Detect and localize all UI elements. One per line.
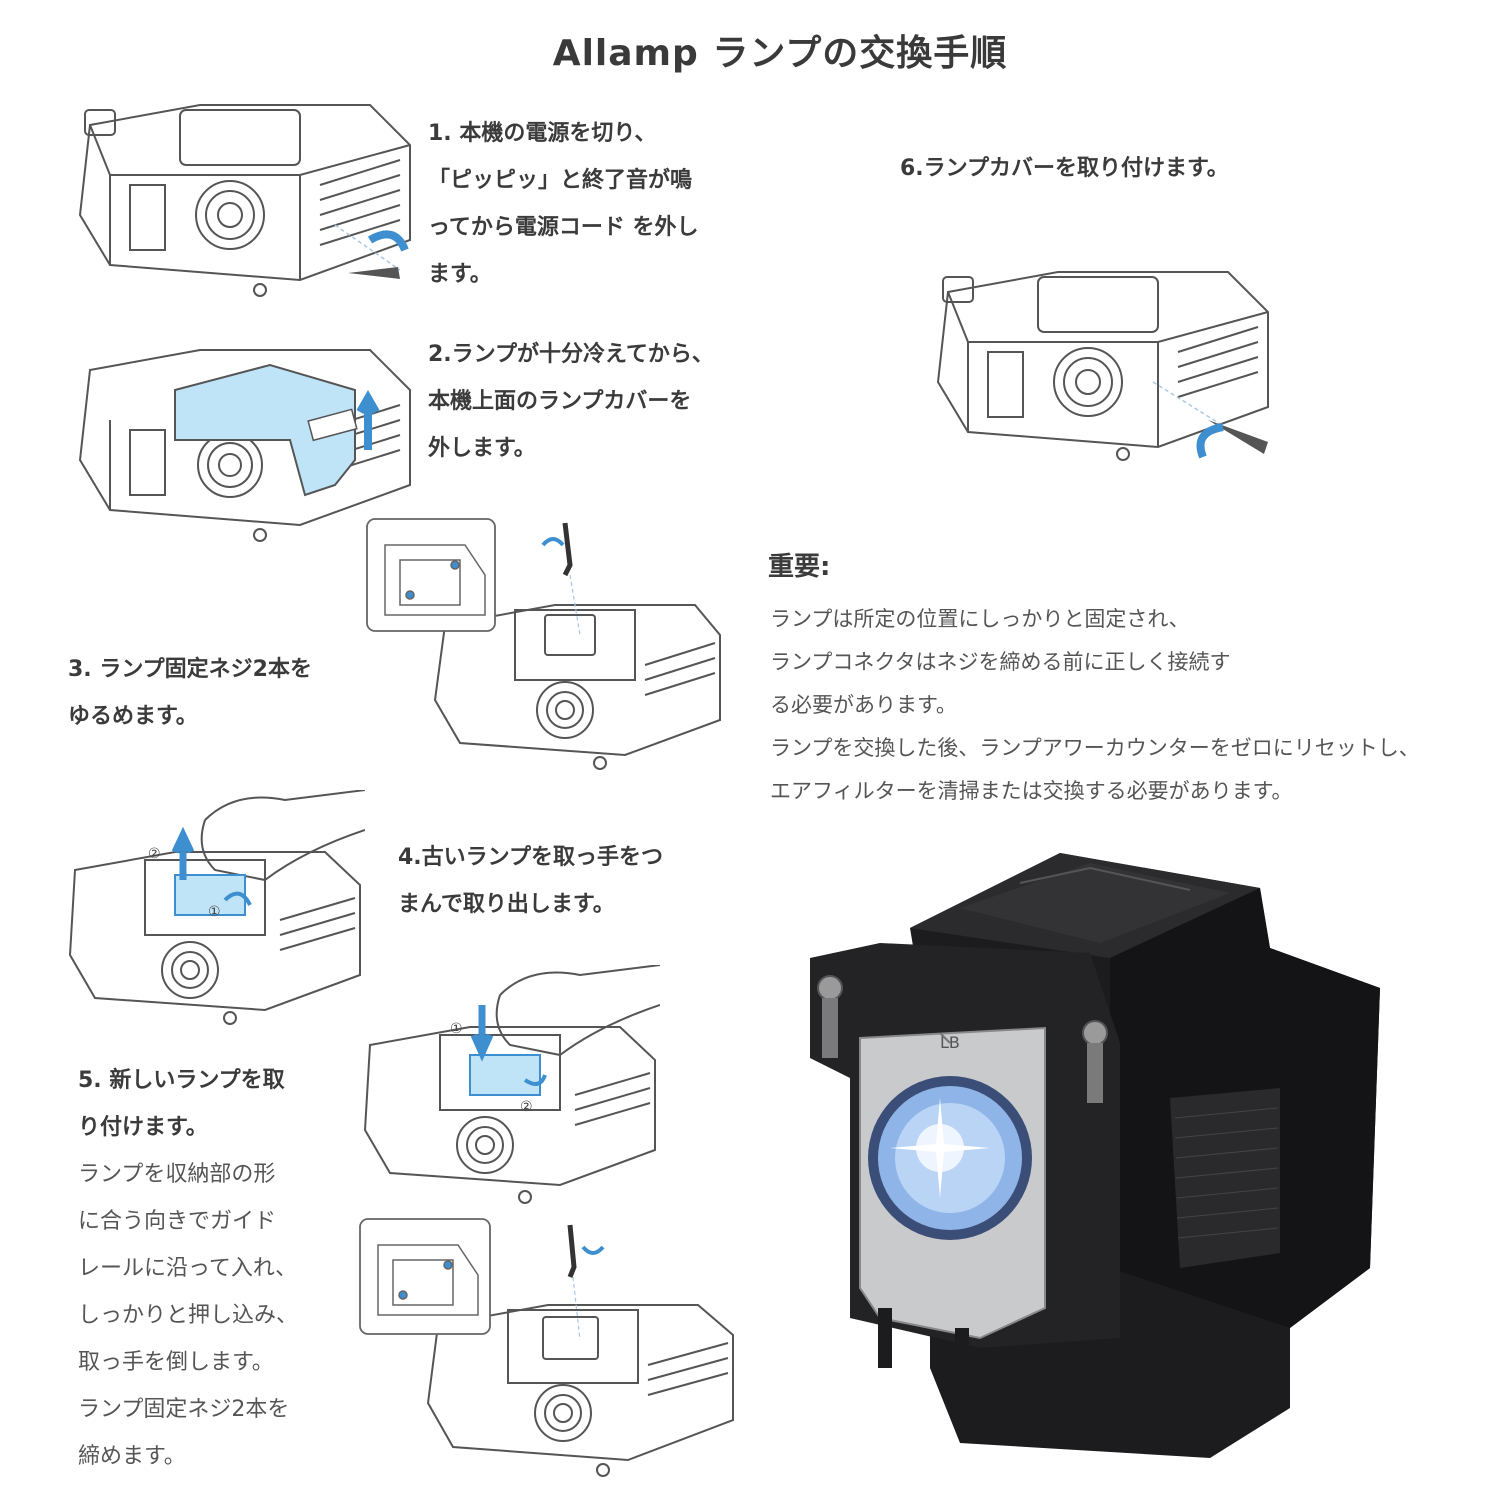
- important-line: ランプは所定の位置にしっかりと固定され、: [770, 607, 1190, 631]
- important-note: ランプは所定の位置にしっかりと固定され、 ランプコネクタはネジを締める前に正しく…: [770, 598, 1498, 813]
- step-4-line: 4.古いランプを取っ手をつ: [398, 845, 664, 870]
- step-1-line: ます。: [428, 262, 492, 287]
- step-4-line: まんで取り出します。: [398, 892, 615, 917]
- illustration-step6-projector: [936, 271, 1269, 461]
- important-line: ランプコネクタはネジを締める前に正しく接続す: [770, 650, 1231, 674]
- step-5-detail-line: に合う向きでガイド: [78, 1209, 277, 1234]
- step-4-text: 4.古いランプを取っ手をつ まんで取り出します。: [398, 834, 663, 928]
- step-2-line: 外します。: [428, 436, 536, 461]
- illustration-step5-insert-projector: ① ②: [363, 965, 660, 1204]
- step-5-line: 5. 新しいランプを取: [78, 1068, 285, 1093]
- step-1-line: ってから電源コード を外し: [428, 215, 699, 240]
- step-5-line: り付けます。: [78, 1115, 208, 1140]
- step-5-detail-line: しっかりと押し込み、: [78, 1303, 299, 1328]
- illustration-step3-projector: [366, 518, 721, 770]
- page-title: Allamp ランプの交換手順: [552, 33, 1008, 74]
- step-2-line: 2.ランプが十分冷えてから、: [428, 342, 714, 367]
- important-line: エアフィルターを清掃または交換する必要があります。: [770, 779, 1293, 803]
- step-5-detail-line: ランプ固定ネジ2本を: [78, 1397, 290, 1422]
- step-1-line: 「ピッピッ」と終了音が鳴: [428, 168, 693, 193]
- callout-2: ②: [148, 846, 161, 862]
- illustration-step2-projector: [78, 349, 411, 542]
- step-5-detail-line: ランプを収納部の形: [78, 1162, 276, 1187]
- important-heading: 重要:: [768, 552, 831, 582]
- step-5-text: 5. 新しいランプを取 り付けます。 ランプを収納部の形 に合う向きでガイド レ…: [78, 1057, 298, 1480]
- callout-1: ①: [208, 904, 221, 920]
- callout-1b: ①: [450, 1021, 463, 1037]
- callout-2b: ②: [520, 1099, 533, 1115]
- step-3-line: ゆるめます。: [68, 704, 198, 729]
- step-5-detail-line: レールに沿って入れ、: [78, 1256, 298, 1281]
- lamp-mark-label: LB: [940, 1033, 960, 1052]
- step-5-detail-line: 締めます。: [78, 1444, 186, 1469]
- illustration-step5-tighten-projector: [359, 1218, 734, 1477]
- step-3-text: 3. ランプ固定ネジ2本を ゆるめます。: [68, 646, 312, 740]
- step-2-line: 本機上面のランプカバーを: [428, 389, 692, 414]
- lamp-module-image: LB: [810, 853, 1380, 1458]
- step-1-line: 1. 本機の電源を切り、: [428, 121, 657, 146]
- step-6-text: 6.ランプカバーを取り付けます。: [900, 145, 1229, 192]
- illustration-step4-projector: ② ①: [68, 790, 365, 1025]
- step-5-detail-line: 取っ手を倒します。: [78, 1350, 274, 1375]
- illustration-step1-projector: [78, 104, 411, 297]
- important-line: る必要があります。: [770, 693, 957, 717]
- step-2-text: 2.ランプが十分冷えてから、 本機上面のランプカバーを 外します。: [428, 331, 714, 472]
- important-line: ランプを交換した後、ランプアワーカウンターをゼロにリセットし、: [770, 736, 1420, 760]
- step-1-text: 1. 本機の電源を切り、 「ピッピッ」と終了音が鳴 ってから電源コード を外し …: [428, 110, 699, 298]
- step-6-line: 6.ランプカバーを取り付けます。: [900, 156, 1229, 181]
- step-3-line: 3. ランプ固定ネジ2本を: [68, 657, 312, 682]
